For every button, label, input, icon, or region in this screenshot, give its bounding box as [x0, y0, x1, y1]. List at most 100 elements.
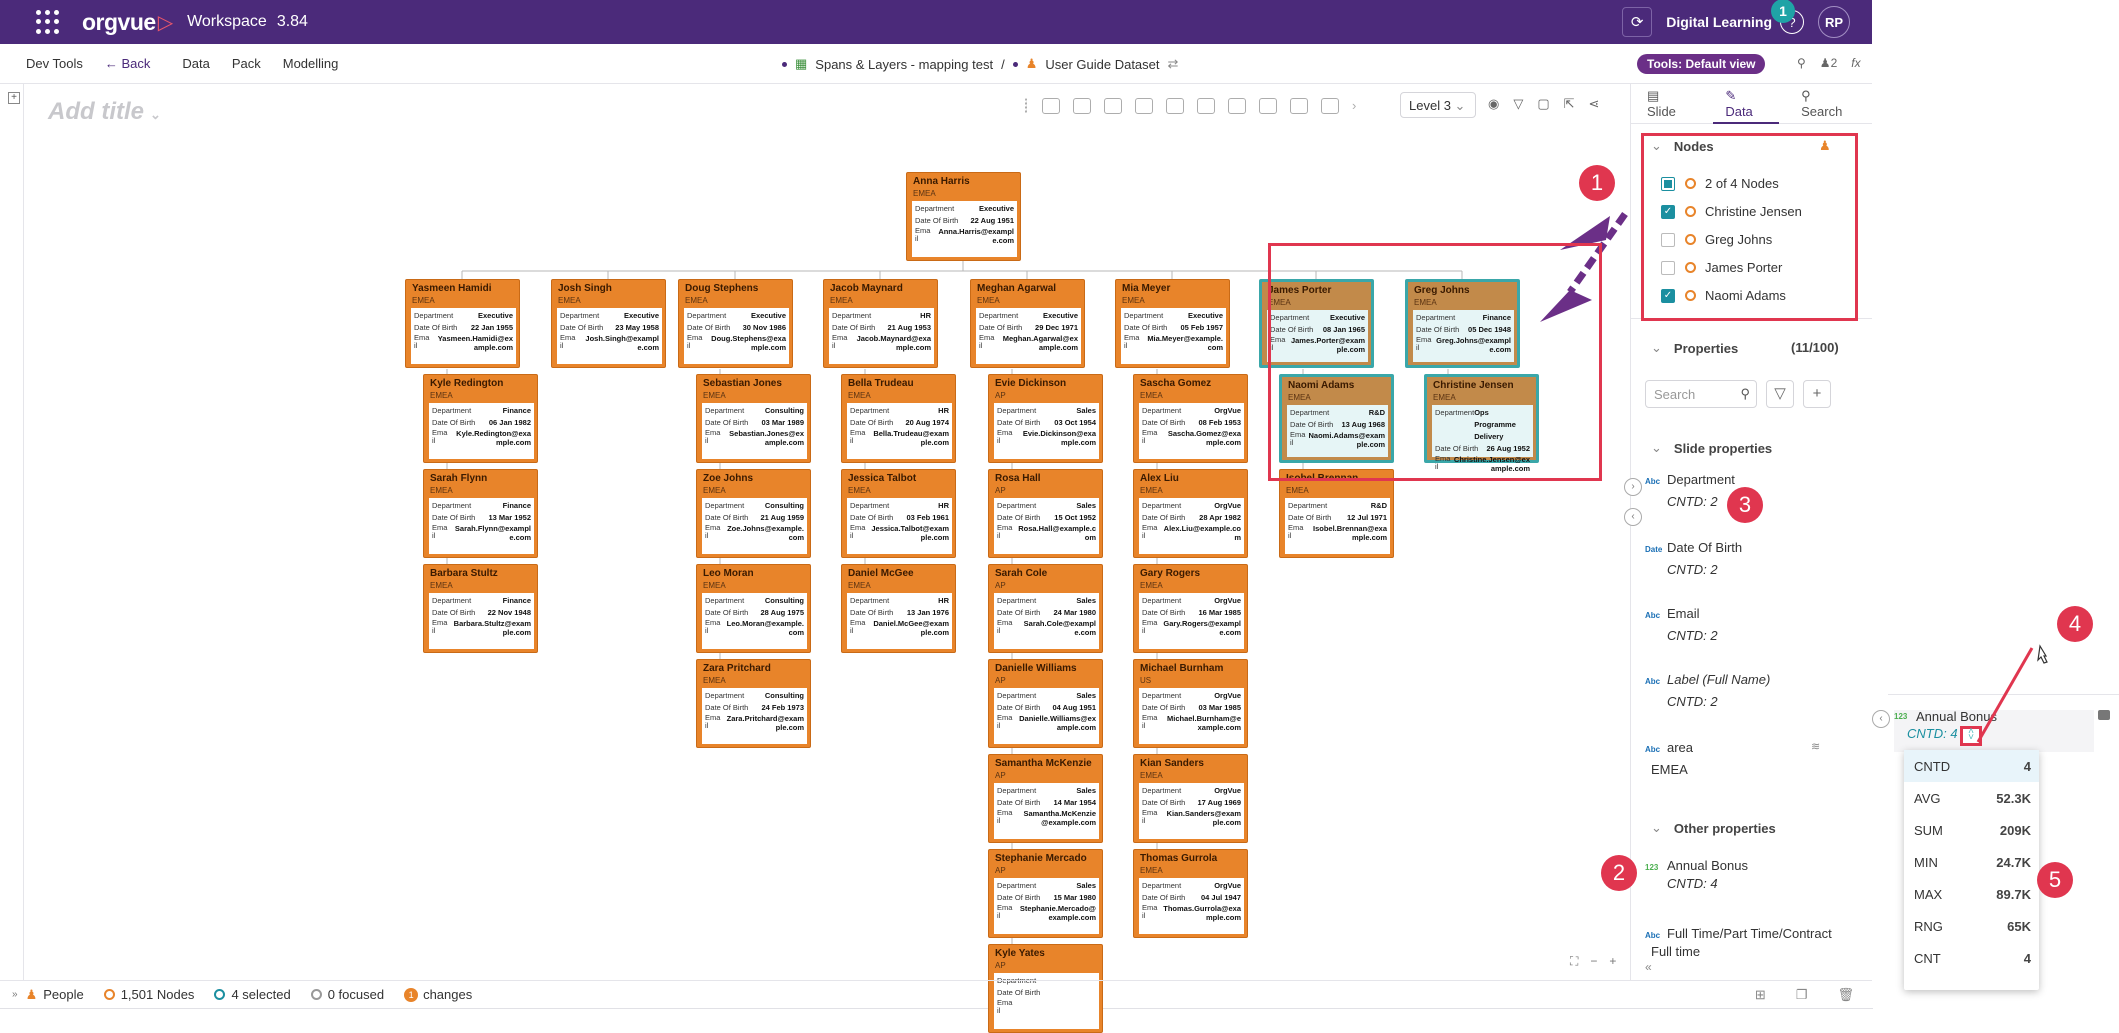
- ruler-icon[interactable]: [1259, 98, 1277, 114]
- copy-icon[interactable]: [1197, 98, 1215, 114]
- app-launcher-icon[interactable]: [36, 10, 60, 34]
- add-property-button[interactable]: +: [1803, 380, 1831, 408]
- pin-icon[interactable]: ⚲: [1797, 56, 1806, 70]
- other-properties-header[interactable]: ⌄Other properties: [1651, 820, 1776, 836]
- slide-title-input[interactable]: Add title⌄: [48, 98, 161, 126]
- share-icon[interactable]: ⋖: [1588, 96, 1600, 111]
- properties-search-input[interactable]: Search⚲: [1645, 380, 1757, 408]
- zoom-out-icon[interactable]: −: [1590, 954, 1598, 968]
- node-list-item[interactable]: ✓Christine Jensen: [1661, 204, 1802, 219]
- nodes-section-header[interactable]: ⌄Nodes: [1651, 138, 1714, 154]
- level-select[interactable]: Level 3 ⌄: [1400, 92, 1476, 118]
- chevron-right-icon[interactable]: ›: [1352, 98, 1357, 113]
- node-list-item[interactable]: Greg Johns: [1661, 232, 1772, 247]
- node-checkbox[interactable]: ✓: [1661, 288, 1675, 303]
- image-icon[interactable]: [1104, 98, 1122, 114]
- menu-dev-tools[interactable]: Dev Tools: [26, 56, 83, 71]
- expand-right-icon[interactable]: ›: [1624, 478, 1642, 496]
- breadcrumb-dataset[interactable]: User Guide Dataset: [1045, 56, 1160, 72]
- collapse-left-icon[interactable]: ‹: [1624, 508, 1642, 526]
- fit-icon[interactable]: [1042, 98, 1060, 114]
- nodes-select-all[interactable]: 2 of 4 Nodes: [1661, 176, 1779, 191]
- tools-view-dropdown[interactable]: Tools: Default view: [1637, 54, 1766, 74]
- node-checkbox[interactable]: [1661, 260, 1675, 275]
- expand-icon[interactable]: »: [12, 989, 18, 1000]
- nodes-count[interactable]: 1,501 Nodes: [103, 987, 194, 1002]
- filter-button[interactable]: ▽: [1766, 380, 1794, 408]
- chart-toggle-icon[interactable]: ≋: [1811, 741, 1821, 753]
- notification-badge[interactable]: 1: [1771, 0, 1795, 23]
- zoom-in-icon[interactable]: +: [1609, 954, 1617, 968]
- stat-toggle[interactable]: ˄˅: [1960, 726, 1982, 746]
- pencil-icon[interactable]: [1228, 98, 1246, 114]
- swap-icon[interactable]: ⇄: [1167, 56, 1179, 71]
- trash-icon[interactable]: [1321, 98, 1339, 114]
- fit-screen-icon[interactable]: ⛶: [1570, 954, 1579, 968]
- menu-pack[interactable]: Pack: [231, 56, 261, 71]
- layout-icon[interactable]: [1135, 98, 1153, 114]
- select-all-checkbox[interactable]: [1661, 176, 1675, 191]
- node-checkbox[interactable]: [1661, 232, 1675, 247]
- menu-data[interactable]: Data: [182, 56, 210, 71]
- user-avatar[interactable]: RP: [1818, 6, 1850, 38]
- tab-data[interactable]: ✎ Data: [1725, 88, 1763, 119]
- refresh-button[interactable]: ⟳: [1622, 7, 1653, 37]
- focused-count[interactable]: 0 focused: [310, 987, 384, 1002]
- export-icon[interactable]: ⇱: [1563, 96, 1575, 111]
- add-node-icon[interactable]: [1166, 98, 1184, 114]
- add-node-icon[interactable]: ⊞: [1754, 987, 1766, 1002]
- filter-icon[interactable]: ▽: [1513, 96, 1524, 111]
- menu-modelling[interactable]: Modelling: [282, 56, 339, 71]
- properties-section-header[interactable]: ⌄Properties: [1651, 340, 1738, 356]
- org-name[interactable]: Digital Learning: [1666, 14, 1772, 30]
- collapse-panel-icon[interactable]: «: [1645, 960, 1652, 974]
- people-dataset[interactable]: ♟People: [26, 987, 84, 1003]
- drag-handle-icon[interactable]: [1025, 98, 1029, 114]
- undo-icon[interactable]: [1290, 98, 1308, 114]
- trash-icon[interactable]: 🗑: [1837, 987, 1854, 1002]
- users-count[interactable]: ♟2: [1820, 56, 1837, 70]
- expand-icon[interactable]: [1073, 98, 1091, 114]
- cards-icon[interactable]: ▢: [1537, 96, 1550, 111]
- minimize-icon[interactable]: [2098, 710, 2110, 720]
